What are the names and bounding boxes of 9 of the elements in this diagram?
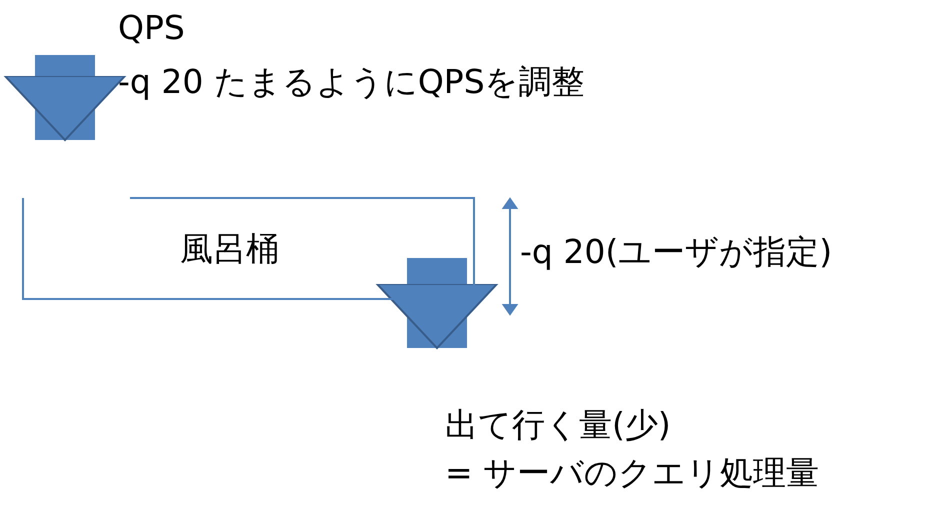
outflow-text: = サーバのクエリ処理量	[445, 453, 820, 493]
outflow-text: 出て行く量(少)	[445, 405, 671, 445]
block-arrow	[376, 258, 498, 349]
bathtub-label: 風呂桶	[180, 229, 279, 269]
inflow-note: QPS	[118, 8, 185, 48]
dimension-label: -q 20(ユーザが指定)	[520, 232, 832, 272]
block-arrow	[4, 55, 126, 141]
inflow-note: -q 20 たまるようにQPSを調整	[118, 62, 585, 102]
bathtub-outline	[22, 197, 475, 300]
